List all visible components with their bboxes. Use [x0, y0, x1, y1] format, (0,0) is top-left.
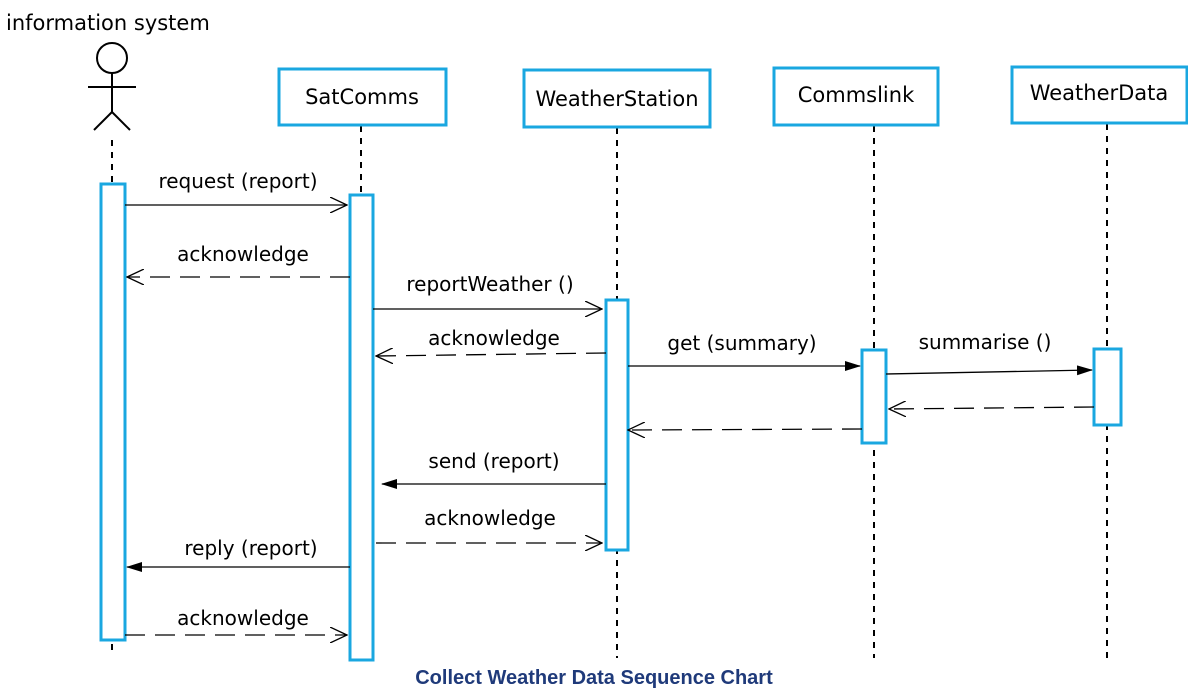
activation-bar-actor	[99, 182, 127, 642]
actor-stick-figure-icon	[88, 42, 136, 131]
activation-bar-weatherdata	[1092, 347, 1123, 427]
object-box-commslink	[772, 66, 940, 127]
message-label-acknowledge-3: acknowledge	[424, 506, 556, 530]
message-label-get-summary: get (summary)	[667, 331, 816, 355]
message-label-report-weather: reportWeather ()	[406, 272, 573, 296]
message-label-acknowledge-2: acknowledge	[428, 326, 560, 350]
activation-bar-weatherstation	[604, 298, 630, 552]
object-label-weatherstation: WeatherStation	[535, 87, 698, 111]
activation-bar-commslink	[860, 348, 888, 445]
diagram-caption: Collect Weather Data Sequence Chart	[415, 667, 773, 689]
actor-label: information system	[6, 11, 210, 35]
object-label-commslink: Commslink	[798, 83, 915, 107]
message-label-acknowledge-1: acknowledge	[177, 242, 309, 266]
activation-bar-satcomms	[348, 193, 375, 662]
message-arrow-summarise	[885, 365, 1093, 376]
message-arrow-acknowledge-2	[376, 353, 607, 356]
object-box-weatherdata	[1010, 65, 1188, 125]
object-label-weatherdata: WeatherData	[1030, 81, 1169, 105]
object-box-weatherstation	[522, 68, 712, 129]
object-box-satcomms	[277, 67, 448, 127]
message-label-send-report: send (report)	[428, 449, 559, 473]
message-arrow-return-summarise	[889, 407, 1095, 409]
message-label-acknowledge-4: acknowledge	[177, 606, 309, 630]
object-label-satcomms: SatComms	[305, 85, 419, 109]
message-label-reply-report: reply (report)	[184, 536, 317, 560]
message-label-summarise: summarise ()	[919, 330, 1052, 354]
message-label-request-report: request (report)	[158, 169, 317, 193]
message-arrow-return-get	[628, 429, 863, 430]
